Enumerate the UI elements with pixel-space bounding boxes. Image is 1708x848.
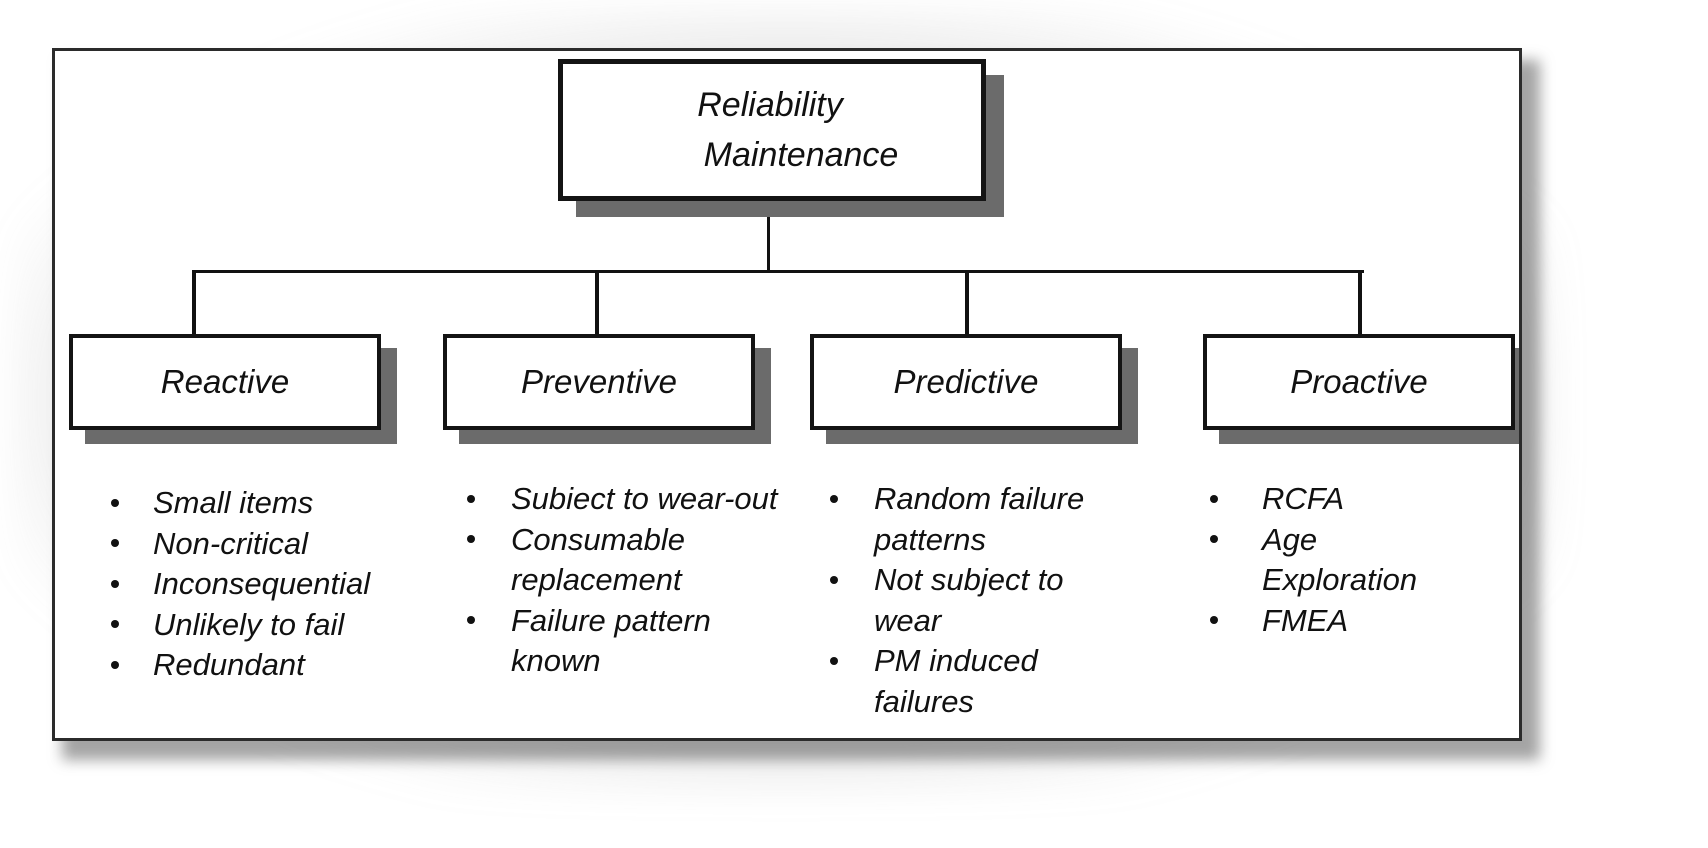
bullet-dot	[111, 539, 119, 548]
diagram-frame: Reliability Maintenance Reactive Prevent…	[52, 48, 1522, 741]
node-label: Proactive	[1290, 363, 1428, 400]
connector-drop-reactive	[192, 270, 196, 336]
bullet-list: RCFA Age Exploration FMEA	[1210, 479, 1500, 641]
bullet-dot	[111, 579, 119, 588]
list-item-label: Inconsequential	[153, 566, 371, 602]
list-item-label: Age Exploration	[1262, 521, 1418, 598]
bullet-column-reactive: Small items Non-critical Inconsequential…	[111, 483, 441, 686]
bullet-dot	[467, 494, 475, 503]
node-box: Preventive	[443, 334, 755, 430]
list-item: Small items	[111, 483, 441, 524]
list-item-label: Random failure patterns	[874, 481, 1085, 557]
list-item: Redundant	[111, 645, 441, 686]
list-item: Inconsequential	[111, 564, 441, 605]
list-item-label: Unlikely to fail	[153, 606, 345, 642]
list-item-label: Small items	[153, 485, 314, 520]
bullet-dot	[830, 494, 838, 503]
list-item: PM induced failures	[830, 641, 1130, 722]
node-predictive[interactable]: Predictive	[810, 334, 1138, 444]
bullet-dot	[467, 616, 475, 625]
list-item-label: Not subject to wear	[874, 562, 1064, 638]
list-item: Unlikely to fail	[111, 605, 441, 646]
list-item: Failure pattern known	[467, 601, 797, 682]
bullet-dot	[111, 660, 119, 669]
connector-horizontal-bus	[192, 270, 1364, 273]
list-item-label: Non-critical	[153, 525, 309, 561]
connector-drop-proactive	[1358, 270, 1362, 336]
node-box: Reliability Maintenance	[558, 59, 986, 201]
bullet-column-predictive: Random failure patterns Not subject to w…	[830, 479, 1130, 723]
list-item: Subiect to wear-out	[467, 479, 797, 520]
bullet-dot	[1210, 535, 1218, 544]
bullet-dot	[1210, 616, 1218, 625]
bullet-dot	[830, 656, 838, 665]
node-label: Reactive	[160, 363, 290, 400]
bullet-dot	[467, 535, 475, 544]
list-item: RCFA	[1210, 479, 1500, 520]
bullet-list: Small items Non-critical Inconsequential…	[111, 483, 441, 686]
list-item-label: Subiect to wear-out	[511, 481, 778, 516]
list-item: Not subject to wear	[830, 560, 1130, 641]
node-box: Predictive	[810, 334, 1122, 430]
bullet-list: Subiect to wear-out Consumable replaceme…	[467, 479, 797, 682]
bullet-dot	[111, 620, 119, 629]
node-box: Proactive	[1203, 334, 1515, 430]
root-label-line-1: Reliability	[697, 85, 843, 124]
connector-drop-preventive	[595, 270, 599, 336]
list-item: Random failure patterns	[830, 479, 1130, 560]
connector-drop-predictive	[965, 270, 969, 336]
bullet-column-proactive: RCFA Age Exploration FMEA	[1210, 479, 1500, 641]
bullet-dot	[111, 498, 119, 507]
list-item: Age Exploration	[1210, 520, 1500, 601]
node-box: Reactive	[69, 334, 381, 430]
list-item-label: RCFA	[1262, 481, 1345, 516]
list-item-label: Consumable replacement	[511, 521, 686, 598]
bullet-column-preventive: Subiect to wear-out Consumable replaceme…	[467, 479, 797, 682]
list-item-label: FMEA	[1262, 602, 1349, 638]
node-label: Predictive	[893, 363, 1039, 400]
list-item: Non-critical	[111, 524, 441, 565]
list-item: Consumable replacement	[467, 520, 797, 601]
list-item: FMEA	[1210, 601, 1500, 642]
bullet-dot	[1210, 494, 1218, 503]
root-label-line-2: Maintenance	[703, 136, 899, 174]
bullet-dot	[830, 575, 838, 584]
list-item-label: PM induced failures	[874, 643, 1038, 720]
list-item-label: Redundant	[153, 647, 305, 683]
node-label: Preventive	[521, 363, 677, 400]
connector-root-stem	[767, 201, 770, 273]
node-reliability-maintenance[interactable]: Reliability Maintenance	[558, 59, 1004, 217]
node-proactive[interactable]: Proactive	[1203, 334, 1519, 444]
list-item-label: Failure pattern known	[511, 602, 711, 679]
node-preventive[interactable]: Preventive	[443, 334, 771, 444]
node-reactive[interactable]: Reactive	[69, 334, 397, 444]
bullet-list: Random failure patterns Not subject to w…	[830, 479, 1130, 723]
